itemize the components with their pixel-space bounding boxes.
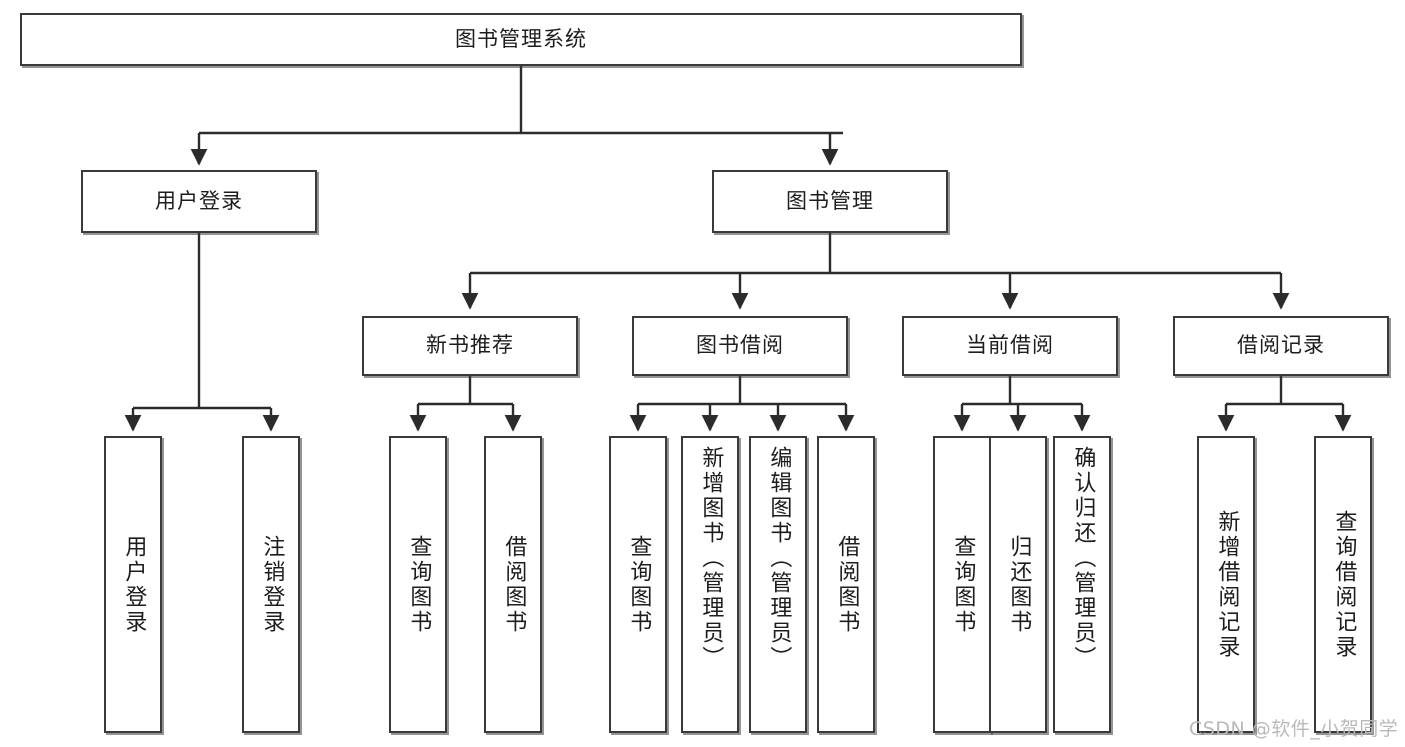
leaf-borrow-add-book-label: 新增图书（管理员） [698, 446, 724, 671]
leaf-current-confirm-return[interactable]: 确认归还（管理员） [1053, 436, 1111, 733]
leaf-new-books-borrow-label: 借阅图书 [501, 534, 527, 635]
node-borrow-records[interactable]: 借阅记录 [1173, 316, 1389, 376]
leaf-borrow-add-book[interactable]: 新增图书（管理员） [681, 436, 739, 733]
leaf-user-login-signin-label: 用户登录 [121, 534, 147, 635]
node-borrow-records-label: 借阅记录 [1237, 333, 1325, 358]
leaf-current-return-book-label: 归还图书 [1006, 534, 1032, 635]
leaf-borrow-borrow-book[interactable]: 借阅图书 [817, 436, 875, 733]
leaf-user-login-signout[interactable]: 注销登录 [242, 436, 300, 733]
leaf-current-confirm-return-label: 确认归还（管理员） [1070, 446, 1096, 671]
leaf-borrow-query-book-label: 查询图书 [626, 534, 652, 635]
node-new-book-recommend-label: 新书推荐 [426, 333, 514, 358]
node-book-borrow[interactable]: 图书借阅 [632, 316, 848, 376]
leaf-records-query-record-label: 查询借阅记录 [1331, 509, 1357, 660]
node-book-management[interactable]: 图书管理 [712, 170, 948, 233]
node-new-book-recommend[interactable]: 新书推荐 [362, 316, 578, 376]
leaf-current-query-book-label: 查询图书 [950, 534, 976, 635]
leaf-new-books-query-label: 查询图书 [406, 534, 432, 635]
leaf-records-add-record-label: 新增借阅记录 [1214, 509, 1240, 660]
node-book-management-label: 图书管理 [786, 188, 874, 213]
node-user-login[interactable]: 用户登录 [81, 170, 317, 233]
leaf-records-query-record[interactable]: 查询借阅记录 [1314, 436, 1372, 733]
leaf-borrow-edit-book[interactable]: 编辑图书（管理员） [749, 436, 807, 733]
leaf-current-return-book[interactable]: 归还图书 [989, 436, 1047, 733]
node-root[interactable]: 图书管理系统 [20, 13, 1022, 66]
node-user-login-label: 用户登录 [155, 188, 243, 213]
node-current-borrow-label: 当前借阅 [966, 333, 1054, 358]
leaf-borrow-edit-book-label: 编辑图书（管理员） [766, 446, 792, 671]
node-book-borrow-label: 图书借阅 [696, 333, 784, 358]
node-current-borrow[interactable]: 当前借阅 [902, 316, 1118, 376]
leaf-current-query-book[interactable]: 查询图书 [933, 436, 991, 733]
leaf-records-add-record[interactable]: 新增借阅记录 [1197, 436, 1255, 733]
leaf-new-books-borrow[interactable]: 借阅图书 [484, 436, 542, 733]
csdn-watermark: CSDN @软件_小贺同学 [1189, 718, 1399, 740]
node-root-label: 图书管理系统 [455, 26, 587, 51]
leaf-new-books-query[interactable]: 查询图书 [389, 436, 447, 733]
leaf-user-login-signin[interactable]: 用户登录 [104, 436, 162, 733]
leaf-borrow-query-book[interactable]: 查询图书 [609, 436, 667, 733]
leaf-user-login-signout-label: 注销登录 [259, 534, 285, 635]
leaf-borrow-borrow-book-label: 借阅图书 [834, 534, 860, 635]
